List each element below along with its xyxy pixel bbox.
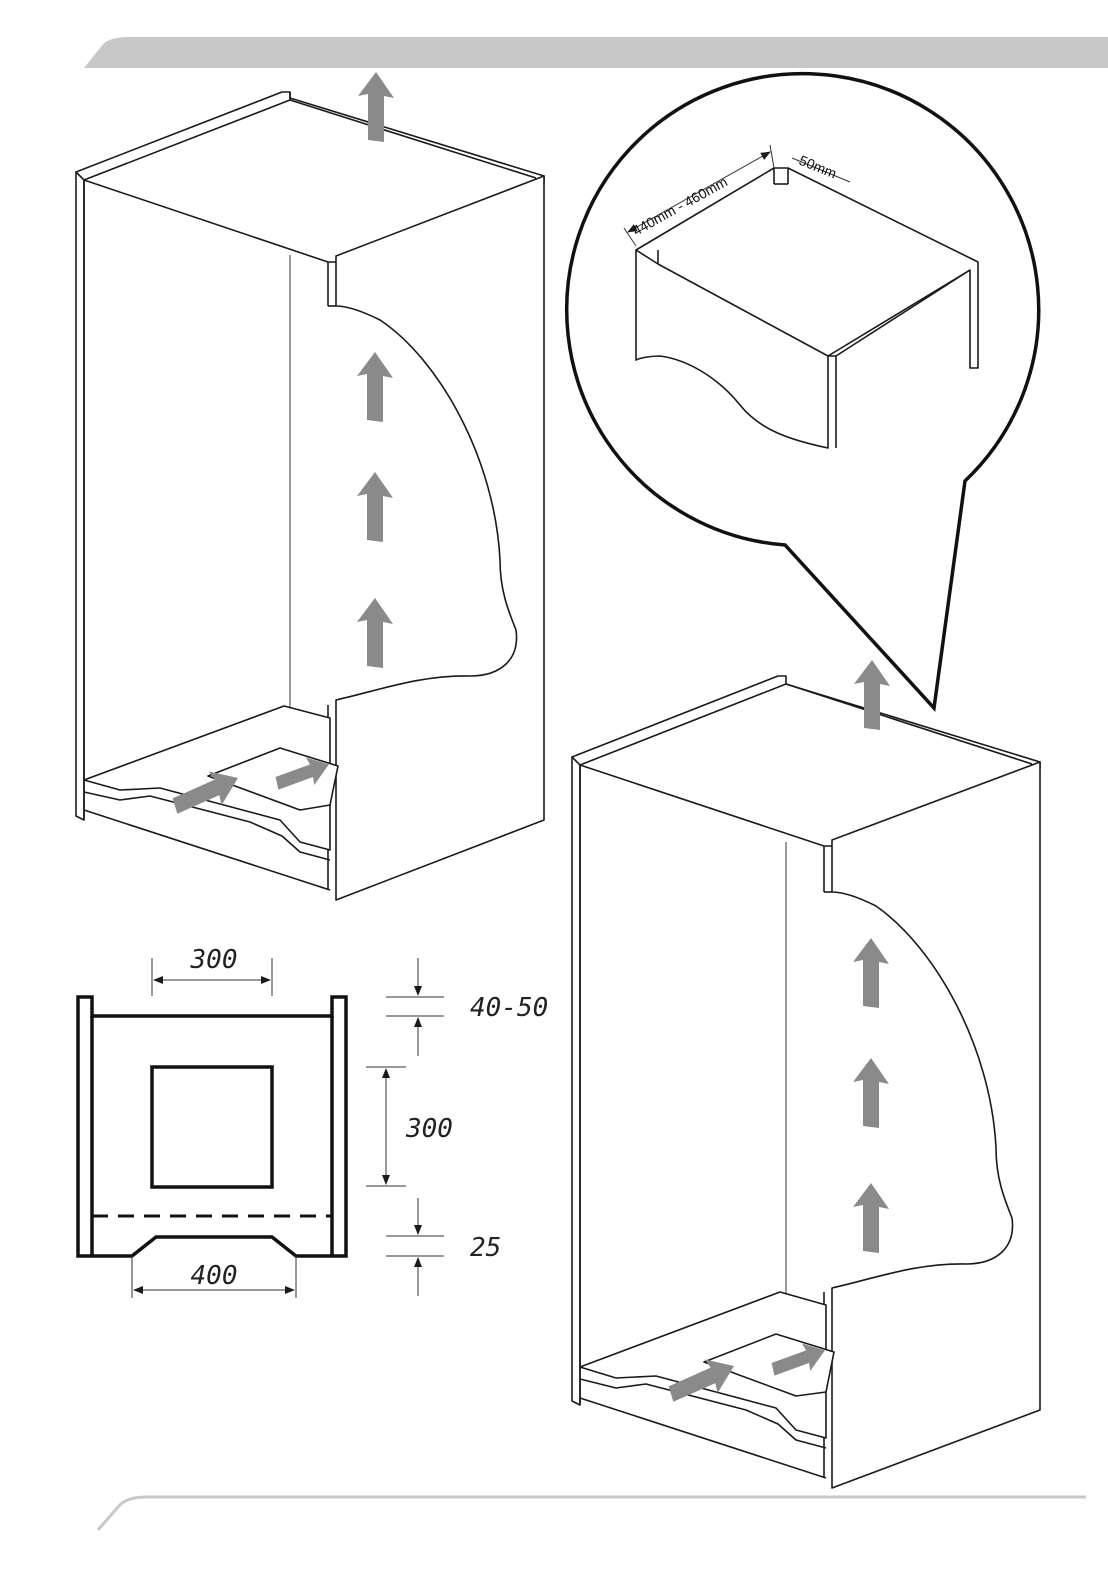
section-opening	[152, 1067, 272, 1187]
left-side-panel	[76, 172, 84, 820]
vent-section-drawing: 300 400 40-50 300 25	[78, 945, 548, 1298]
airflow-arrow-icon	[357, 352, 393, 422]
section-width-bottom: 400	[191, 1261, 238, 1291]
airflow-arrow-icon	[853, 938, 889, 1008]
section-opening-height: 300	[405, 1114, 453, 1144]
footer-rule	[98, 1497, 1086, 1530]
cabinet-right	[572, 660, 1040, 1488]
airflow-arrow-icon	[853, 1058, 889, 1128]
section-gap-bottom: 25	[470, 1233, 501, 1263]
airflow-arrow-icon	[853, 1183, 889, 1253]
left-side-panel	[572, 757, 580, 1405]
cabinet-left	[76, 72, 544, 900]
header-band	[84, 37, 1108, 68]
airflow-arrow-icon	[357, 598, 393, 668]
section-gap-top: 40-50	[470, 993, 548, 1023]
section-width-top: 300	[190, 945, 238, 975]
airflow-arrow-icon	[357, 472, 393, 542]
detail-callout: 440mm - 460mm 50mm	[567, 74, 1039, 708]
